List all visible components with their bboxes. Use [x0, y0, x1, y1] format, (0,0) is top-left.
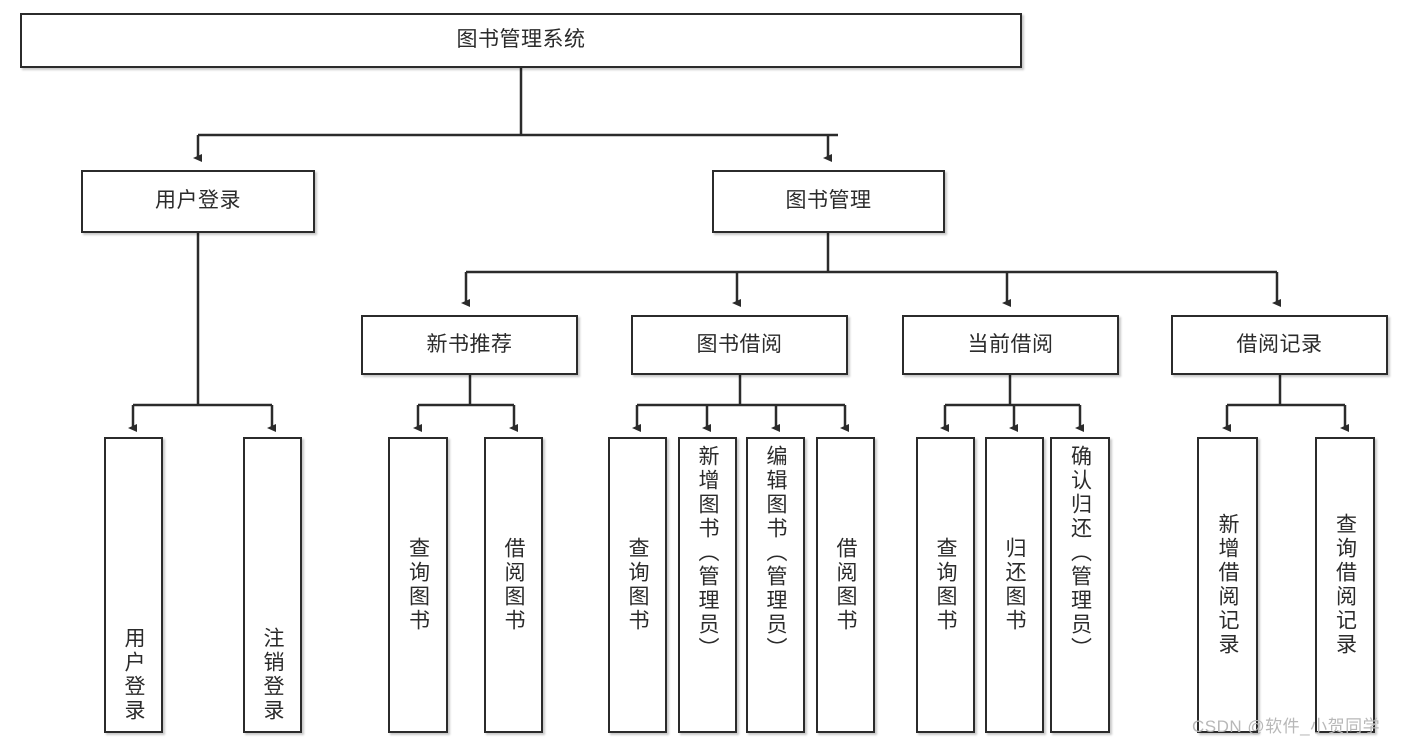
- leaf-logout-label: 注销登录: [261, 627, 284, 723]
- node-root-label: 图书管理系统: [456, 28, 586, 52]
- leaf-borrow-book-newbook-label: 借阅图书: [502, 537, 525, 633]
- leaf-query-book-borrow-label: 查询图书: [626, 537, 649, 633]
- leaf-query-book-newbook[interactable]: 查询图书: [388, 437, 448, 733]
- leaf-logout[interactable]: 注销登录: [243, 437, 302, 733]
- leaf-query-book-newbook-label: 查询图书: [406, 537, 430, 633]
- leaf-query-book-current-label: 查询图书: [934, 537, 957, 633]
- node-current-borrow[interactable]: 当前借阅: [902, 315, 1119, 375]
- watermark: CSDN @软件_小贺同学: [1192, 717, 1381, 736]
- leaf-query-borrow-record-label: 查询借阅记录: [1333, 513, 1357, 657]
- leaf-user-login[interactable]: 用户登录: [104, 437, 163, 733]
- node-book-management[interactable]: 图书管理: [712, 170, 945, 233]
- node-user-login-label: 用户登录: [155, 189, 241, 213]
- node-current-borrow-label: 当前借阅: [967, 332, 1054, 356]
- leaf-add-borrow-record-label: 新增借阅记录: [1216, 513, 1239, 657]
- leaf-confirm-return-admin[interactable]: 确认归还（管理员）: [1050, 437, 1110, 733]
- leaf-add-borrow-record[interactable]: 新增借阅记录: [1197, 437, 1258, 733]
- leaf-confirm-return-admin-label: 确认归还（管理员）: [1068, 445, 1092, 661]
- leaf-query-book-borrow[interactable]: 查询图书: [608, 437, 667, 733]
- node-new-book-recommend[interactable]: 新书推荐: [361, 315, 578, 375]
- node-book-management-label: 图书管理: [785, 189, 872, 213]
- leaf-borrow-book-newbook[interactable]: 借阅图书: [484, 437, 543, 733]
- leaf-edit-book-admin-label: 编辑图书（管理员）: [764, 445, 787, 661]
- leaf-query-book-current[interactable]: 查询图书: [916, 437, 975, 733]
- leaf-add-book-admin[interactable]: 新增图书（管理员）: [678, 437, 737, 733]
- leaf-query-borrow-record[interactable]: 查询借阅记录: [1315, 437, 1375, 733]
- leaf-edit-book-admin[interactable]: 编辑图书（管理员）: [746, 437, 805, 733]
- leaf-return-book-label: 归还图书: [1003, 537, 1026, 633]
- leaf-user-login-label: 用户登录: [122, 627, 145, 723]
- node-book-borrow[interactable]: 图书借阅: [631, 315, 848, 375]
- leaf-return-book[interactable]: 归还图书: [985, 437, 1044, 733]
- leaf-lend-book-label: 借阅图书: [834, 537, 857, 633]
- node-borrow-record[interactable]: 借阅记录: [1171, 315, 1388, 375]
- node-new-book-recommend-label: 新书推荐: [426, 332, 513, 356]
- node-borrow-record-label: 借阅记录: [1236, 332, 1323, 356]
- node-user-login[interactable]: 用户登录: [81, 170, 315, 233]
- leaf-add-book-admin-label: 新增图书（管理员）: [696, 445, 719, 661]
- leaf-lend-book[interactable]: 借阅图书: [816, 437, 875, 733]
- node-root[interactable]: 图书管理系统: [20, 13, 1022, 68]
- node-book-borrow-label: 图书借阅: [696, 332, 783, 356]
